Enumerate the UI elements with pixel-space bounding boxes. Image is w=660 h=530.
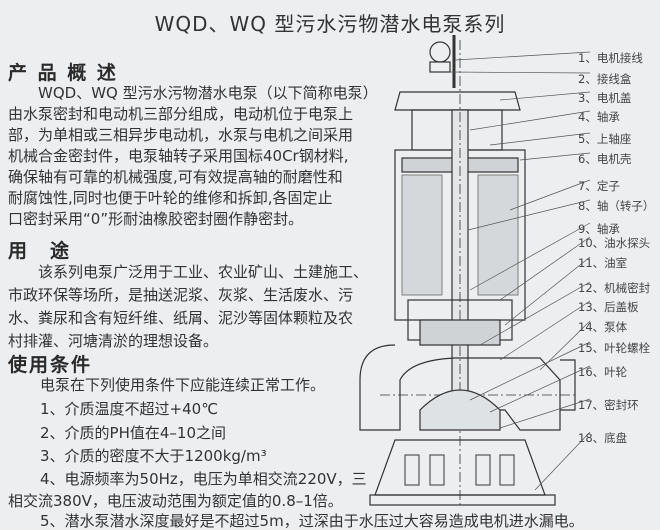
conditions-line: 3、介质的密度不大于1200kg/m³ (40, 447, 267, 465)
conditions-line: 2、介质的PH值在4–10之间 (40, 424, 226, 442)
conditions-line: 5、潜水泵潜水深度最好是不超过5m，过深由于水压过大容易造成电机进水漏电。 (40, 512, 584, 530)
conditions-line: 电泵在下列使用条件下应能连续正常工作。 (40, 376, 326, 394)
part-label: 5、上轴座 (578, 132, 632, 146)
part-label: 12、机械密封 (578, 281, 651, 295)
overview-line: 口密封采用“0”形耐油橡胶密封圈作静密封。 (8, 210, 304, 228)
usage-line: 市政环保等场所，是抽送泥浆、灰浆、生活废水、污 (8, 286, 354, 304)
part-label: 6、电机壳 (578, 152, 632, 166)
page-title: WQD、WQ 型污水污物潜水电泵系列 (154, 12, 506, 36)
part-label: 10、油水探头 (578, 236, 651, 250)
conditions-line: 4、电源频率为50Hz，电压为单相交流220V，三 (40, 470, 367, 488)
overview-heading: 产 品 概 述 (8, 62, 118, 84)
part-label: 15、叶轮螺栓 (578, 341, 651, 355)
usage-line: 该系列电泵广泛用于工业、农业矿山、土建施工、 (38, 263, 369, 281)
part-label: 9、轴承 (578, 222, 620, 236)
part-label: 3、电机盖 (578, 91, 632, 105)
part-label: 7、定子 (578, 179, 620, 193)
overview-line: 机械合金密封件，电泵轴转子采用国标40Cr钢材料, (8, 147, 349, 165)
overview-line: 确保轴有可靠的机械强度,可有效提高轴的耐磨性和 (8, 168, 343, 186)
overview-line: 耐腐蚀性,同时也便于叶轮的维修和拆卸,各固定止 (8, 189, 333, 207)
overview-line: 由水泵密封和电动机三部分组成，电动机位于电泵上 (8, 105, 354, 123)
part-label: 4、轴承 (578, 110, 620, 124)
part-label: 1、电机接线 (578, 51, 643, 65)
part-label: 17、密封环 (578, 398, 639, 412)
part-label: 8、轴（转子） (578, 199, 655, 213)
part-label: 16、叶轮 (578, 365, 628, 379)
conditions-heading: 使用条件 (8, 354, 93, 376)
overview-line: WQD、WQ 型污水污物潜水电泵（以下简称电泵） (38, 84, 378, 102)
part-label: 2、接线盒 (578, 72, 632, 86)
part-label: 18、底盘 (578, 431, 628, 445)
overview-line: 部，为单相或三相异步电动机，水泵与电机之间采用 (8, 126, 354, 144)
usage-heading: 用 途 (8, 240, 72, 262)
conditions-line: 相交流380V，电压波动范围为额定值的0.8–1倍。 (8, 492, 343, 510)
usage-line: 村排灌、河塘清淤的理想设备。 (8, 332, 219, 350)
part-label: 13、后盖板 (578, 300, 639, 314)
part-label: 14、泵体 (578, 320, 628, 334)
conditions-line: 1、介质温度不超过+40℃ (40, 400, 219, 418)
part-label: 11、油室 (578, 256, 628, 270)
usage-line: 水、粪尿和含有短纤维、纸屑、泥沙等固体颗粒及农 (8, 309, 354, 327)
